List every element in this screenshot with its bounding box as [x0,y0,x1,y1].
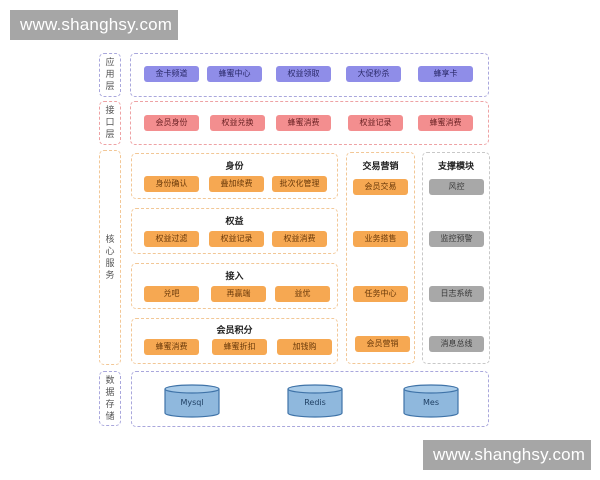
label-char: 接 [105,106,115,116]
interface-layer-label: 接 口 层 [99,101,121,145]
interface-layer: 会员身份 权益兑换 蜂蜜消费 权益记录 蜂蜜消费 [130,101,489,145]
api-item-benefit-exchange[interactable]: 权益兑换 [210,115,265,131]
core-item[interactable]: 蜂蜜消费 [144,339,199,355]
support-item[interactable]: 日志系统 [429,286,484,302]
application-layer: 金卡频道 蜂蜜中心 权益领取 大促秒杀 蜂享卡 [130,53,489,97]
api-item-honey-consume[interactable]: 蜂蜜消费 [276,115,331,131]
app-item-honey-card[interactable]: 蜂享卡 [418,66,473,82]
group-title: 接入 [225,272,244,282]
app-item-gold-card-channel[interactable]: 金卡频道 [144,66,199,82]
database-icon [403,384,459,418]
core-item[interactable]: 批次化管理 [272,176,327,192]
core-item[interactable]: 身份确认 [144,176,199,192]
trade-item[interactable]: 会员营销 [355,336,410,352]
core-item[interactable]: 权益记录 [209,231,264,247]
trade-item[interactable]: 业务搭售 [353,231,408,247]
database-icon [164,384,220,418]
label-char: 口 [105,118,115,128]
label-char: 应 [105,58,115,68]
label-char: 用 [105,70,115,80]
api-item-benefit-record[interactable]: 权益记录 [348,115,403,131]
api-item-member-identity[interactable]: 会员身份 [144,115,199,131]
application-layer-label: 应 用 层 [99,53,121,97]
core-item[interactable]: 蜂蜜折扣 [212,339,267,355]
trade-item[interactable]: 任务中心 [353,286,408,302]
core-group-benefit: 权益 权益过滤 权益记录 权益消费 [131,208,338,254]
core-group-member-points: 会员积分 蜂蜜消费 蜂蜜折扣 加钱购 [131,318,338,364]
database-label: Mes [423,398,439,407]
watermark-bottom: www.shanghsy.com [423,440,591,470]
core-item[interactable]: 加钱购 [277,339,332,355]
label-char: 据 [105,387,115,398]
label-char: 心 [105,246,115,257]
database-redis[interactable]: Redis [287,384,343,418]
label-char: 存 [105,399,115,410]
group-title: 会员积分 [216,326,253,336]
core-item[interactable]: 权益消费 [272,231,327,247]
label-char: 层 [105,82,115,92]
support-item[interactable]: 风控 [429,179,484,195]
database-label: Redis [304,398,326,407]
storage-layer: Mysql Redis Mes [131,371,489,427]
trade-item[interactable]: 会员交易 [353,179,408,195]
database-mysql[interactable]: Mysql [164,384,220,418]
label-char: 服 [105,258,115,269]
trade-marketing-column: 交易营销 会员交易 业务搭售 任务中心 会员营销 [346,152,415,364]
label-char: 数 [105,375,115,386]
app-item-flash-sale[interactable]: 大促秒杀 [346,66,401,82]
app-item-honey-center[interactable]: 蜂蜜中心 [207,66,262,82]
core-group-identity: 身份 身份确认 叠加续费 批次化管理 [131,153,338,199]
label-char: 储 [105,411,115,422]
column-title: 支撑模块 [437,162,474,172]
core-layer-label: 核 心 服 务 [99,150,121,365]
group-title: 权益 [225,217,244,227]
label-char: 层 [105,130,115,140]
database-icon [287,384,343,418]
core-item[interactable]: 再赢端 [211,286,266,302]
api-item-honey-consume-2[interactable]: 蜂蜜消费 [418,115,473,131]
group-title: 身份 [225,162,244,172]
core-item[interactable]: 益优 [275,286,330,302]
support-module-column: 支撑模块 风控 监控预警 日志系统 消息总线 [422,152,490,364]
column-title: 交易营销 [362,162,399,172]
support-item[interactable]: 消息总线 [429,336,484,352]
storage-layer-label: 数 据 存 储 [99,371,121,426]
watermark-top: www.shanghsy.com [10,10,178,40]
core-item[interactable]: 权益过滤 [144,231,199,247]
app-item-benefit-claim[interactable]: 权益领取 [276,66,331,82]
core-group-access: 接入 兑吧 再赢端 益优 [131,263,338,309]
label-char: 核 [105,234,115,245]
support-item[interactable]: 监控预警 [429,231,484,247]
database-label: Mysql [180,398,204,407]
core-item[interactable]: 兑吧 [144,286,199,302]
label-char: 务 [105,270,115,281]
core-item[interactable]: 叠加续费 [209,176,264,192]
database-mes[interactable]: Mes [403,384,459,418]
